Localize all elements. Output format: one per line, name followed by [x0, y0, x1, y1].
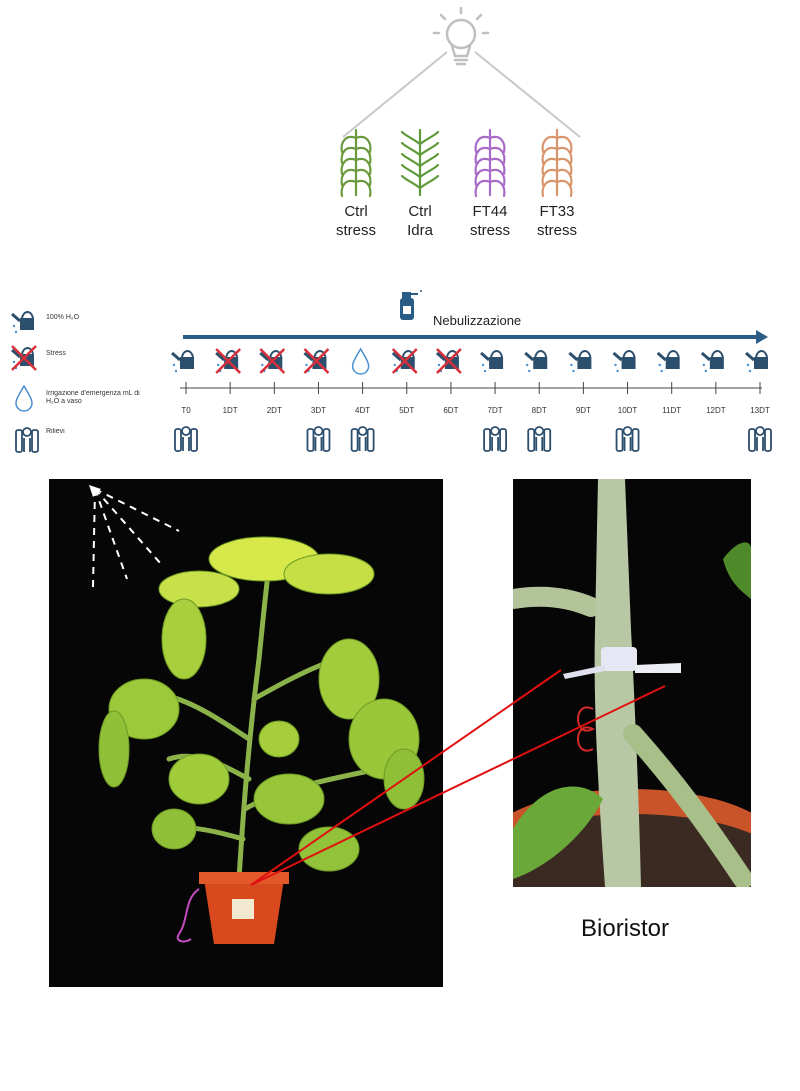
bioristor-caption: Bioristor [581, 915, 670, 942]
plant-icon-1 [340, 128, 372, 198]
day-label: T0 [181, 406, 191, 415]
timeline: Nebulizzazione T0 1DT 2DT 3DT 4DT 5DT 6DT 7DT 8D… [171, 290, 772, 452]
treatment-diagram [340, 6, 581, 198]
sensor-icon [483, 426, 507, 452]
day-label: 6DT [443, 406, 458, 415]
bioristor-sensor [601, 647, 637, 671]
light-bulb-icon [432, 6, 490, 66]
treatment-name: Ctrl [408, 203, 432, 220]
legend-label: 100% H₂O [46, 314, 80, 321]
legend-label: Irrigazione d'emergenza mL di H₂O a vaso [46, 390, 140, 405]
treatment-label-3: FT44 stress [455, 202, 525, 240]
day-label: 5DT [399, 406, 414, 415]
sensor-icon [748, 426, 772, 452]
day-icon-stress [259, 348, 286, 374]
sensor-icon [350, 426, 375, 452]
nebulization-arrow-head [756, 330, 768, 344]
plant-icon-2 [400, 128, 440, 197]
treatment-name: FT33 [539, 203, 575, 220]
sensor-icon [615, 426, 640, 452]
nebulization-label: Nebulizzazione [433, 313, 521, 328]
day-icon-stress [215, 348, 242, 374]
light-ray-left [342, 51, 448, 138]
plant-icon-4 [541, 128, 573, 198]
day-label: 12DT [706, 406, 726, 415]
treatment-label-4: FT33 stress [522, 202, 592, 240]
day-label: 11DT [662, 406, 681, 415]
day-label: 9DT [576, 406, 591, 415]
day-label: 3DT [311, 406, 326, 415]
spray-bottle-icon [400, 290, 422, 320]
plant-icon-3 [474, 128, 506, 198]
day-label: 10DT [618, 406, 638, 415]
bioristor-closeup-photo [513, 479, 751, 887]
day-label: 1DT [223, 406, 238, 415]
treatment-condition: stress [469, 222, 510, 239]
day-icon-water [656, 350, 680, 373]
sensor-icon [306, 426, 331, 452]
connector-line-upper [250, 669, 562, 886]
no-water-icon [11, 345, 37, 371]
day-icon-stress [435, 348, 462, 374]
tomato-plant-illustration [89, 485, 425, 944]
day-label: 7DT [488, 406, 503, 415]
plant-photo [49, 479, 443, 987]
treatment-condition: Idra [407, 222, 433, 239]
day-icon-water [171, 350, 194, 373]
sensor-icon [15, 427, 39, 453]
day-icon-water [524, 350, 548, 373]
day-label: 8DT [532, 406, 547, 415]
legend-label: Rilievi [46, 428, 65, 435]
day-icon-stress [303, 348, 330, 374]
sensor-icon [174, 426, 198, 452]
light-ray-right [474, 51, 581, 138]
day-icon-water [568, 350, 592, 373]
legend-label: Stress [46, 350, 66, 357]
treatment-name: FT44 [472, 203, 508, 220]
treatment-label-1: Ctrl stress [321, 202, 391, 240]
day-icon-drop [351, 347, 370, 375]
watering-can-icon [11, 311, 34, 334]
day-label: 13DT [750, 406, 770, 415]
day-icon-water [612, 350, 636, 373]
sensor-icon [527, 426, 552, 452]
day-icon-water [480, 350, 504, 373]
treatment-name: Ctrl [344, 203, 368, 220]
day-label: 4DT [355, 406, 370, 415]
day-icon-water [745, 350, 768, 373]
treatment-condition: stress [536, 222, 577, 239]
light-rays-icon [92, 488, 180, 588]
water-drop-icon [15, 384, 33, 412]
day-label: 2DT [267, 406, 282, 415]
connector-line-lower [250, 685, 666, 886]
stem-closeup-illustration [513, 479, 751, 887]
day-icon-stress [391, 348, 418, 374]
treatment-condition: stress [335, 222, 376, 239]
day-icon-water [700, 350, 724, 373]
